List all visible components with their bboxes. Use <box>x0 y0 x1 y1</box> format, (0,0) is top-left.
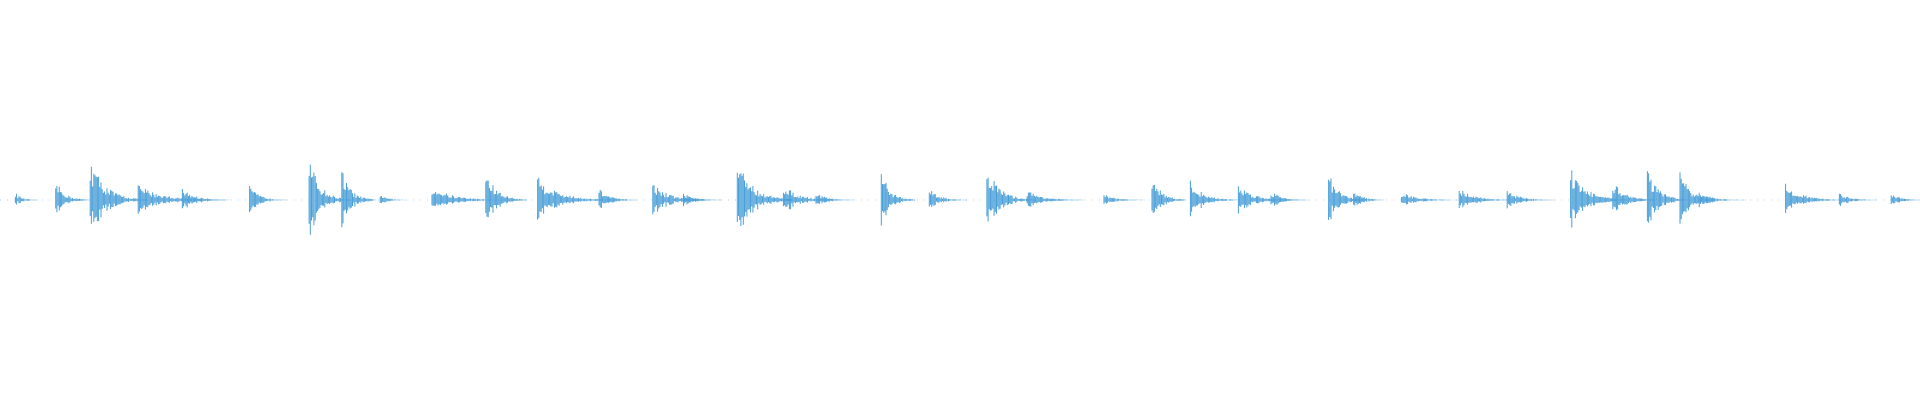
waveform-burst <box>485 180 528 218</box>
waveform-trace <box>0 164 1920 235</box>
waveform-burst <box>55 186 90 213</box>
waveform-burst <box>1401 194 1459 205</box>
waveform-burst <box>379 196 407 204</box>
waveform-burst <box>1270 193 1309 206</box>
waveform-burst <box>181 189 230 209</box>
waveform-burst <box>598 189 637 208</box>
waveform-burst <box>1026 192 1085 207</box>
waveform-burst <box>880 174 916 226</box>
waveform-burst <box>683 193 722 207</box>
waveform-burst <box>137 185 224 214</box>
waveform-burst <box>249 186 288 213</box>
waveform-burst <box>815 195 854 204</box>
waveform-burst <box>1103 195 1146 204</box>
waveform-burst <box>1151 184 1186 213</box>
waveform-burst <box>1890 195 1920 204</box>
waveform-burst <box>1698 192 1747 208</box>
waveform-burst <box>928 191 967 207</box>
waveform-burst <box>736 172 795 226</box>
waveform-burst <box>14 193 38 205</box>
waveform-burst <box>1838 193 1878 206</box>
waveform-burst <box>1506 191 1555 209</box>
waveform-burst <box>341 172 376 228</box>
waveform-burst <box>1189 180 1238 217</box>
waveform-burst <box>986 177 1035 222</box>
waveform-burst <box>1353 193 1384 206</box>
waveform-burst <box>1785 183 1843 213</box>
